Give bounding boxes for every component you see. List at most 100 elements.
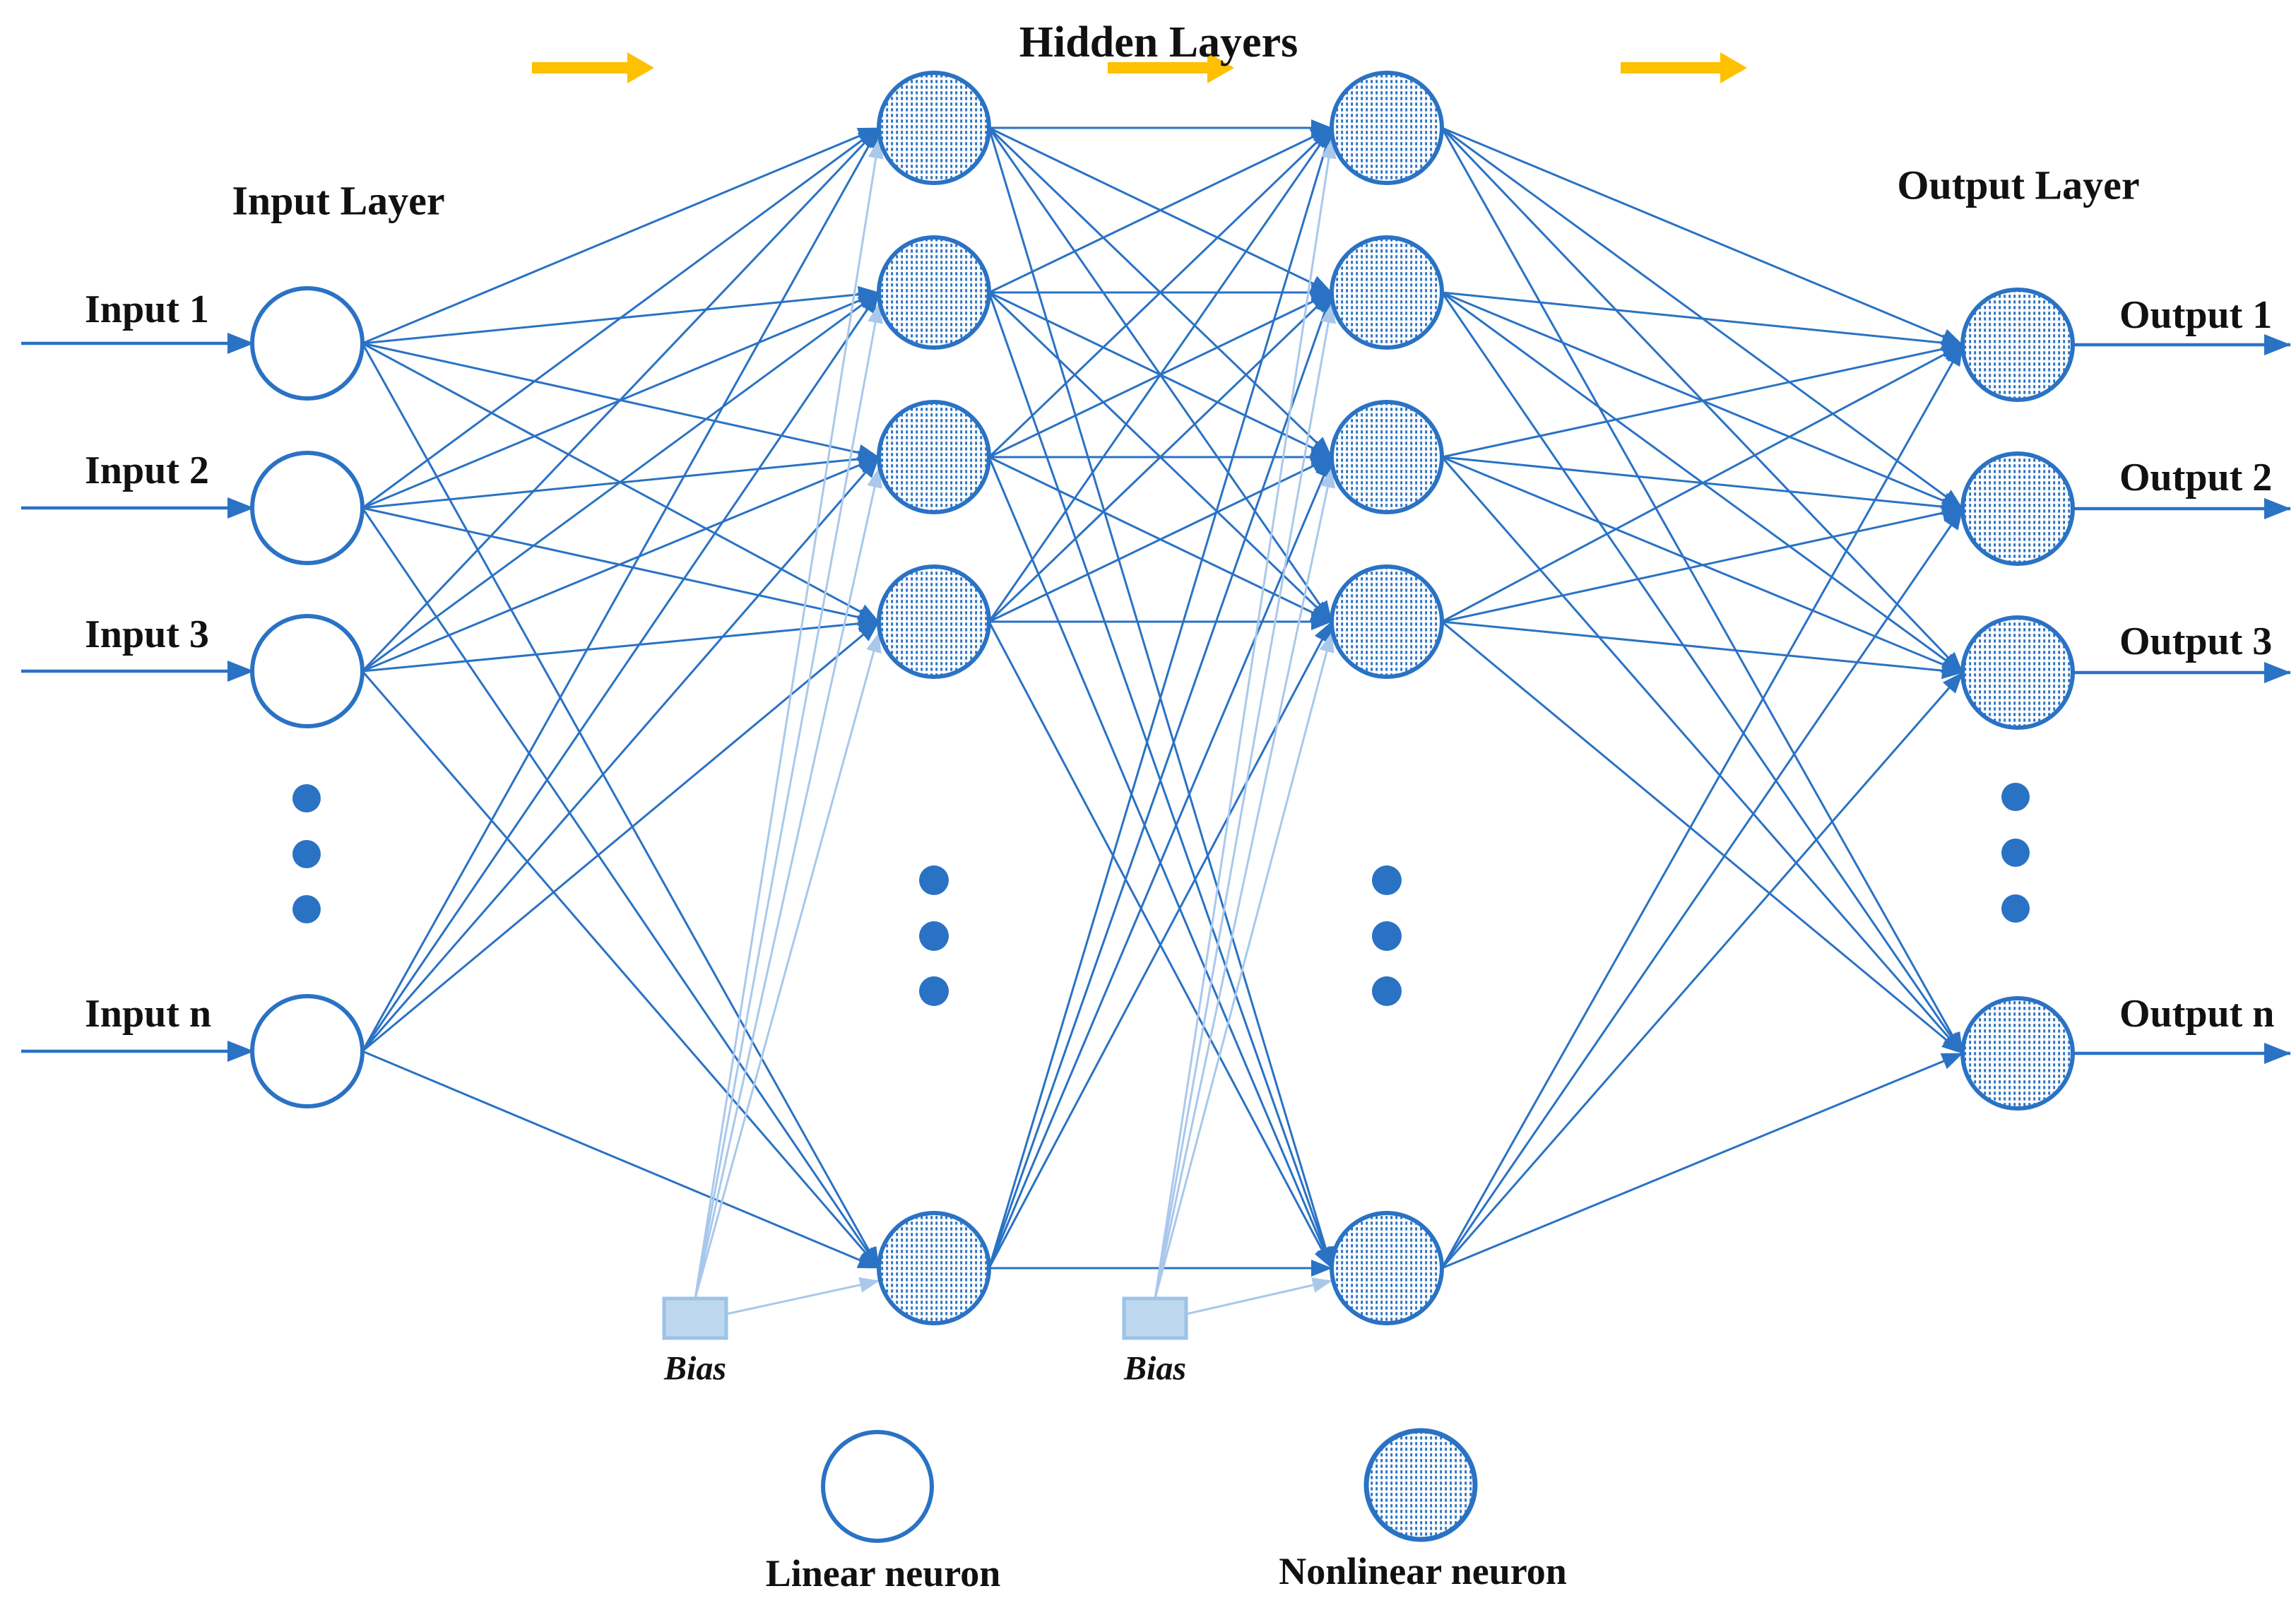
connection-line xyxy=(1441,126,1963,346)
ellipsis-dot xyxy=(919,865,949,895)
bias-connection-line xyxy=(694,138,884,1299)
bias-box xyxy=(1122,1296,1188,1340)
connection-line xyxy=(988,127,1333,622)
output-neuron xyxy=(1960,996,2075,1111)
io-arrows-layer xyxy=(21,333,2291,1064)
connection-line xyxy=(988,127,1335,1269)
connection-lines-layer xyxy=(361,119,1964,1277)
output-neuron xyxy=(1960,615,2075,730)
output-label: Output n xyxy=(2119,992,2274,1036)
ellipsis-dot xyxy=(1372,976,1402,1006)
input-neuron xyxy=(250,451,365,565)
connection-line xyxy=(988,126,1333,459)
bias-box xyxy=(662,1296,728,1340)
connection-line xyxy=(1441,343,1963,623)
bias-connection-line xyxy=(1185,1277,1332,1315)
hidden-layers-title: Hidden Layers xyxy=(1019,18,1298,66)
bias-label: Bias xyxy=(663,1350,726,1388)
connection-line xyxy=(1440,127,1964,1054)
hidden2-neuron xyxy=(1330,564,1444,679)
connection-line xyxy=(1440,672,1964,1269)
connection-line xyxy=(361,127,880,1052)
hidden1-neuron xyxy=(877,235,991,350)
ellipsis-dot xyxy=(292,895,321,923)
hidden1-neuron xyxy=(877,400,991,514)
input-neuron xyxy=(250,286,365,401)
connection-line xyxy=(362,620,880,1053)
connection-line xyxy=(1441,504,1963,623)
input-label: Input 3 xyxy=(85,613,209,656)
connection-line xyxy=(362,615,880,673)
hidden1-neuron xyxy=(877,71,991,185)
connection-line xyxy=(361,292,880,1052)
connection-line xyxy=(1440,292,1964,1054)
hidden2-neuron xyxy=(1330,1211,1444,1325)
connection-line xyxy=(1441,1052,1963,1270)
ellipsis-dot xyxy=(919,921,949,951)
input-label: Input 2 xyxy=(85,449,209,492)
ellipsis-dot xyxy=(292,840,321,868)
ellipsis-dot xyxy=(2001,839,2030,867)
ellipsis-dot xyxy=(2001,783,2030,811)
connection-line xyxy=(361,126,880,673)
connection-line xyxy=(1441,620,1963,1055)
input-neuron xyxy=(250,994,365,1108)
connection-line xyxy=(362,1050,880,1270)
hidden2-neuron xyxy=(1330,235,1444,350)
output-neuron xyxy=(1960,451,2075,566)
connection-line xyxy=(1440,508,1964,1269)
hidden2-neuron xyxy=(1330,71,1444,185)
connection-line xyxy=(362,126,880,345)
bias-connection-line xyxy=(1154,303,1337,1299)
output-label: Output 3 xyxy=(2119,620,2272,663)
bias-connection-line xyxy=(694,303,883,1299)
connection-line xyxy=(1441,341,1963,459)
input-label: Input 1 xyxy=(85,288,209,331)
connection-line xyxy=(361,343,880,1269)
connection-line xyxy=(361,456,880,1052)
connection-line xyxy=(362,126,880,509)
ellipsis-dot xyxy=(1372,865,1402,895)
output-label: Output 2 xyxy=(2119,456,2272,499)
legend-linear-label: Linear neuron xyxy=(766,1552,1001,1595)
hidden1-neuron xyxy=(877,1211,991,1325)
neurons-layer xyxy=(250,71,2075,1543)
connection-line xyxy=(1441,291,1963,352)
connection-line xyxy=(362,456,880,673)
connection-line xyxy=(988,126,1332,294)
ellipsis-dot xyxy=(919,976,949,1006)
connection-line xyxy=(362,291,880,673)
bias-connection-line xyxy=(1154,468,1336,1299)
output-neuron xyxy=(1960,288,2075,402)
connection-line xyxy=(988,456,1333,1269)
connection-line xyxy=(361,670,880,1269)
ellipsis-dot xyxy=(2001,894,2030,923)
input-layer-title: Input Layer xyxy=(232,178,444,224)
connection-line xyxy=(1440,344,1964,1269)
bias-lines-layer xyxy=(694,138,1337,1315)
bias-connection-line xyxy=(1154,632,1335,1299)
connection-line xyxy=(988,621,1333,1269)
connection-line xyxy=(988,456,1332,623)
connection-line xyxy=(988,291,1333,623)
hidden1-neuron xyxy=(877,564,991,679)
output-layer-title: Output Layer xyxy=(1897,162,2139,208)
hidden2-neuron xyxy=(1330,400,1444,514)
legend-nonlinear-label: Nonlinear neuron xyxy=(1279,1550,1567,1592)
connection-line xyxy=(1441,620,1963,680)
bias-connection-line xyxy=(694,468,882,1299)
bias-label: Bias xyxy=(1123,1350,1186,1388)
bias-connection-line xyxy=(1154,138,1337,1299)
legend-linear-neuron-icon xyxy=(821,1430,934,1543)
ellipsis-dot xyxy=(292,784,321,812)
output-label: Output 1 xyxy=(2119,293,2272,337)
bias-connection-line xyxy=(694,632,882,1299)
input-neuron xyxy=(250,614,365,728)
ellipsis-dot xyxy=(1372,921,1402,951)
legend-nonlinear-neuron-icon xyxy=(1363,1428,1478,1542)
bias-connection-line xyxy=(726,1277,880,1315)
input-label: Input n xyxy=(85,992,211,1036)
